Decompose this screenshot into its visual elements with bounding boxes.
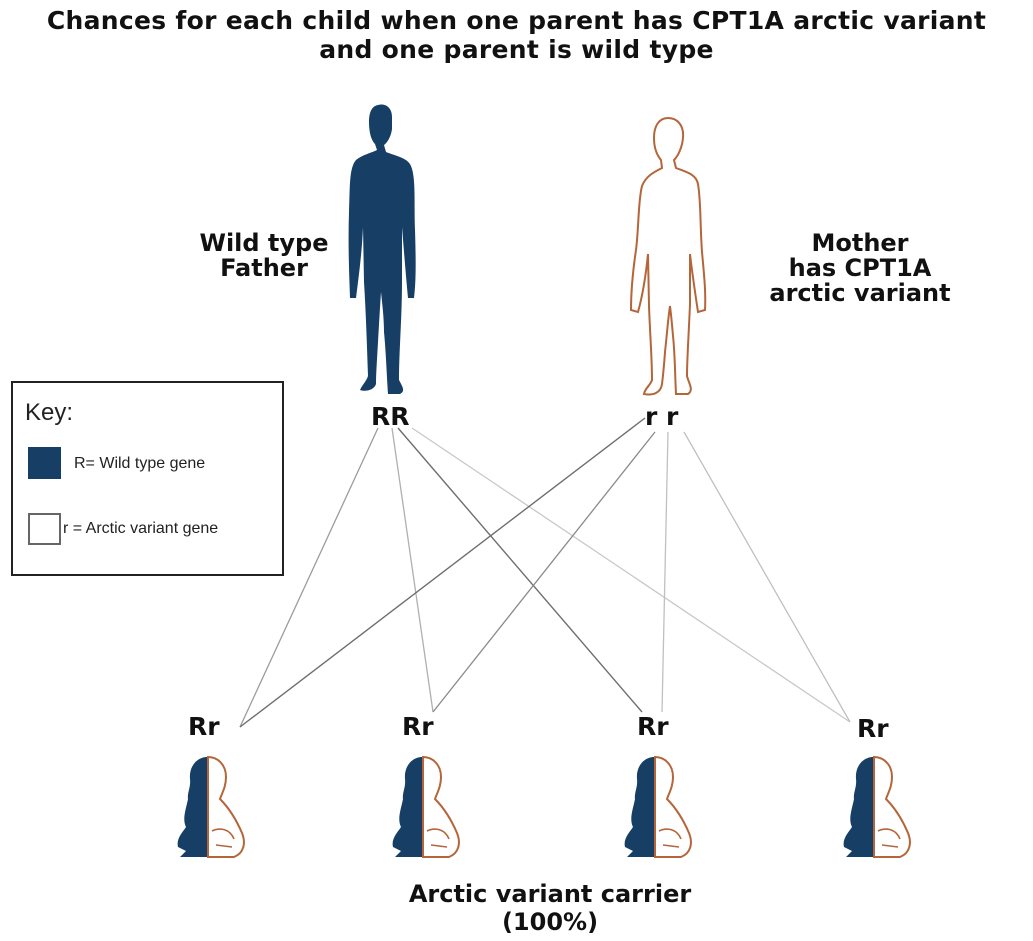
- wild-type-swatch: [28, 447, 61, 479]
- line-mother-child2: [433, 432, 655, 712]
- mother-label-line-3: arctic variant: [730, 281, 990, 306]
- mother-figure: [608, 114, 716, 402]
- mother-label-line-2: has CPT1A: [730, 256, 990, 281]
- line-mother-child4: [684, 432, 850, 722]
- line-father-child2: [392, 428, 433, 712]
- result-line-1: Arctic variant carrier: [300, 880, 800, 908]
- mother-label: Mother has CPT1A arctic variant: [730, 231, 990, 306]
- child-2-genotype: Rr: [402, 714, 434, 740]
- mother-genotype: r r: [645, 404, 678, 430]
- father-label: Wild type Father: [150, 231, 378, 281]
- legend-title: Key:: [25, 399, 73, 427]
- arctic-variant-legend-label: r = Arctic variant gene: [63, 520, 218, 538]
- result-line-2: (100%): [300, 908, 800, 936]
- child-2-figure: [387, 753, 467, 861]
- father-genotype: RR: [371, 404, 410, 430]
- child-3-figure: [619, 753, 699, 861]
- line-mother-child3: [662, 432, 668, 712]
- line-father-child3: [398, 428, 642, 712]
- child-3-genotype: Rr: [637, 714, 669, 740]
- line-mother-child1: [240, 418, 645, 727]
- mother-label-line-1: Mother: [730, 231, 990, 256]
- legend-box: Key: R= Wild type gene r = Arctic varian…: [11, 381, 284, 576]
- child-4-figure: [838, 753, 918, 861]
- father-label-line-1: Wild type: [150, 231, 378, 256]
- child-4-genotype: Rr: [857, 716, 889, 742]
- line-father-child4: [412, 428, 850, 722]
- wild-type-legend-label: R= Wild type gene: [74, 455, 205, 473]
- result-caption: Arctic variant carrier (100%): [300, 880, 800, 936]
- child-1-genotype: Rr: [188, 714, 220, 740]
- father-label-line-2: Father: [150, 256, 378, 281]
- arctic-variant-swatch: [28, 513, 61, 545]
- child-1-figure: [172, 753, 252, 861]
